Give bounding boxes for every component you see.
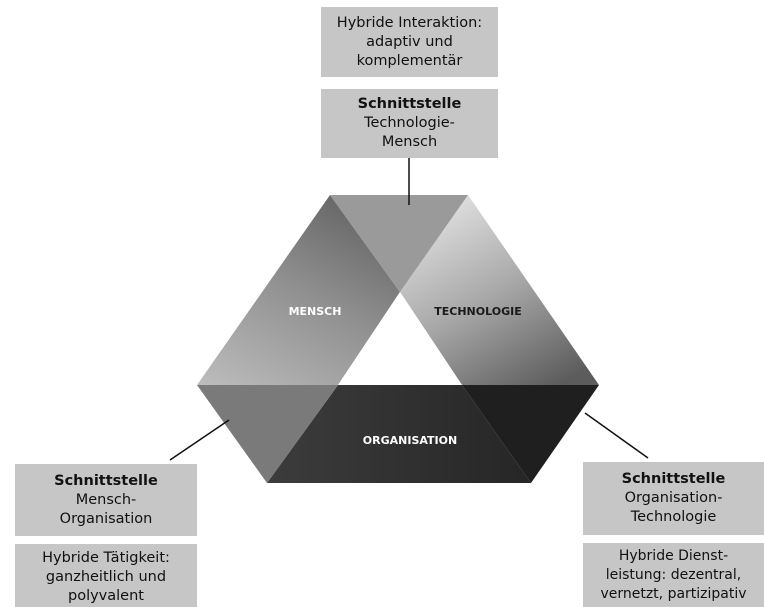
right-interface-title: Schnittstelle (621, 471, 726, 487)
top-hybrid-line-1: Hybride Interaktion: (336, 14, 483, 31)
right-connector-line (584, 412, 649, 459)
left-connector-line (169, 419, 230, 461)
left-hybrid-line-2: ganzheitlich und (45, 569, 167, 585)
right-hybrid-box: Hybride Dienst- leistung: dezentral, ver… (583, 543, 764, 607)
top-hybrid-line-3: komplementär (356, 52, 463, 69)
mensch-label: MENSCH (289, 305, 342, 318)
top-corner-overlap (330, 195, 468, 292)
left-interface-sub-2: Organisation (59, 510, 153, 527)
top-interface-title: Schnittstelle (357, 96, 462, 112)
organisation-band (267, 385, 531, 483)
left-hybrid-line-3: polyvalent (68, 588, 144, 604)
right-hybrid-line-3: vernetzt, partizipativ (600, 586, 747, 602)
left-interface-sub-1: Mensch- (75, 491, 137, 508)
left-interface-title: Schnittstelle (54, 472, 158, 489)
top-interface-sub-2: Mensch (381, 134, 438, 150)
technologie-band (400, 195, 599, 385)
right-corner-overlap (462, 385, 599, 483)
right-interface-sub-2: Technologie (630, 509, 717, 525)
top-hybrid-line-2: adaptiv und (366, 33, 453, 50)
top-interface-box: Schnittstelle Technologie- Mensch (321, 89, 498, 158)
technologie-label: TECHNOLOGIE (434, 305, 521, 318)
organisation-label: ORGANISATION (363, 434, 457, 447)
left-hybrid-box: Hybride Tätigkeit: ganzheitlich und poly… (15, 544, 197, 607)
left-corner-overlap (197, 385, 338, 483)
left-interface-box: Schnittstelle Mensch- Organisation (15, 464, 197, 536)
mensch-band (197, 195, 400, 385)
top-hybrid-box: Hybride Interaktion: adaptiv und komplem… (321, 7, 498, 77)
right-interface-sub-1: Organisation- (624, 490, 723, 506)
right-interface-box: Schnittstelle Organisation- Technologie (583, 462, 764, 535)
top-interface-sub-1: Technologie- (364, 115, 455, 131)
left-hybrid-line-1: Hybride Tätigkeit: (42, 550, 170, 566)
inner-triangle (338, 292, 462, 385)
right-hybrid-line-2: leistung: dezentral, (605, 567, 742, 583)
right-hybrid-line-1: Hybride Dienst- (618, 548, 729, 564)
